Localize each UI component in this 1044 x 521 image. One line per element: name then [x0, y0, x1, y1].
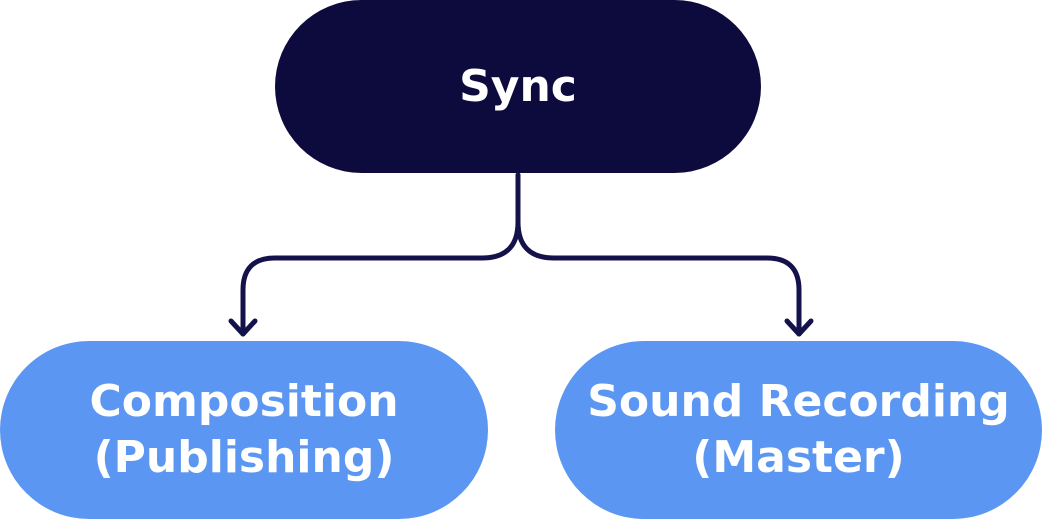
connector-to-composition — [240, 172, 521, 337]
sync-node: Sync — [275, 0, 761, 173]
sound-recording-sublabel: (Master) — [692, 432, 905, 483]
sync-label: Sync — [459, 61, 577, 112]
composition-label: Composition — [89, 376, 399, 427]
composition-sublabel: (Publishing) — [93, 432, 395, 483]
arrowhead-composition — [228, 318, 258, 337]
connector-to-sound-recording — [515, 172, 802, 337]
arrowhead-sound-recording — [784, 318, 814, 337]
sound-recording-node: Sound Recording (Master) — [555, 341, 1042, 519]
composition-node: Composition (Publishing) — [0, 341, 488, 519]
sound-recording-label: Sound Recording — [587, 376, 1010, 427]
